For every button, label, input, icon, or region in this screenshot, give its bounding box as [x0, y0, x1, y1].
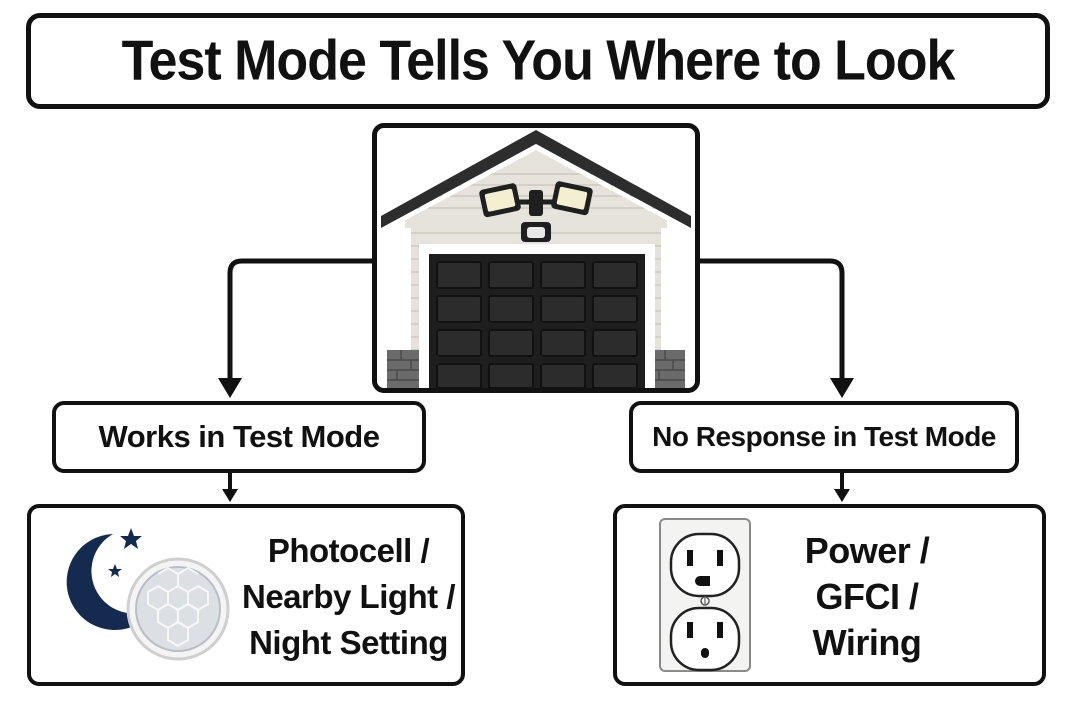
left-small-arrowhead [222, 489, 238, 502]
result-line-3: Wiring [812, 622, 922, 663]
left-connector [227, 258, 372, 380]
works-in-test-mode-label: Works in Test Mode [98, 419, 380, 454]
moon-and-sensor-icons [66, 528, 230, 661]
result-line-1: Power / [804, 530, 930, 571]
power-result-box: Power / GFCI / Wiring [613, 504, 1046, 686]
right-arrowhead [830, 378, 854, 398]
crescent-moon-stars-icon [66, 528, 155, 630]
right-connector [700, 258, 845, 380]
electrical-outlet-icon [659, 518, 751, 672]
photocell-result-text: Photocell / Nearby Light / Night Setting [231, 528, 466, 666]
title-box: Test Mode Tells You Where to Look [26, 13, 1050, 109]
no-response-box: No Response in Test Mode [629, 401, 1019, 473]
result-line-1: Photocell / [267, 532, 430, 569]
result-line-2: Nearby Light / [241, 578, 456, 615]
motion-sensor-lens-icon [126, 557, 230, 661]
diagram-title: Test Mode Tells You Where to Look [121, 29, 956, 93]
result-line-3: Night Setting [249, 624, 448, 661]
works-in-test-mode-box: Works in Test Mode [52, 401, 426, 473]
right-small-arrowhead [834, 489, 850, 502]
result-line-2: GFCI / [815, 576, 920, 617]
no-response-label: No Response in Test Mode [652, 421, 996, 452]
power-result-text: Power / GFCI / Wiring [777, 528, 957, 666]
garage-with-floodlight-icon [381, 130, 691, 388]
garage-illustration [372, 123, 700, 393]
left-arrowhead [218, 378, 242, 398]
photocell-result-box: Photocell / Nearby Light / Night Setting [27, 504, 465, 686]
